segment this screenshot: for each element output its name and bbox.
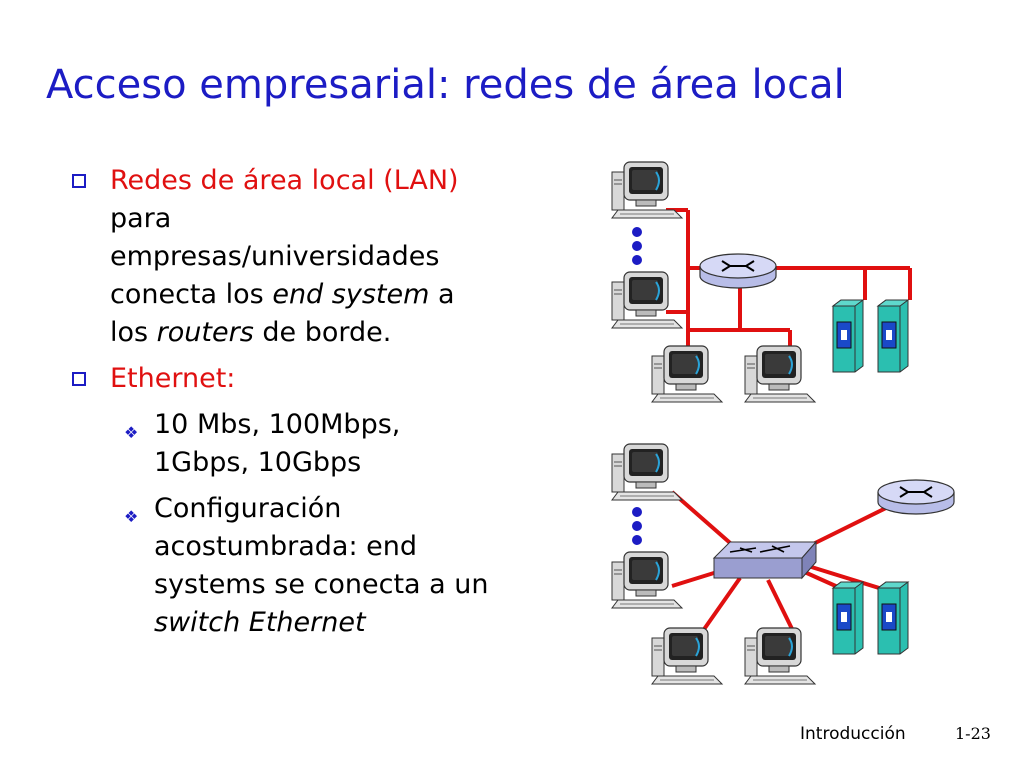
desktop-pc-icon — [744, 627, 816, 685]
desktop-pc-icon — [651, 345, 723, 403]
subbullet-speeds: ❖ 10 Mbs, 100Mbps, 1Gbps, 10Gbps — [72, 406, 552, 482]
subbullet-config-line-4: switch Ethernet — [154, 607, 366, 638]
diamond-bullet-icon: ❖ — [124, 507, 139, 526]
server-icon — [832, 581, 864, 655]
bullet-lan-line-2: empresas/universidades — [110, 241, 440, 272]
bullet-lan: Redes de área local (LAN) para empresas/… — [72, 162, 552, 352]
bullet-list: Redes de área local (LAN) para empresas/… — [72, 162, 552, 642]
bullet-ethernet-heading: Ethernet: — [110, 363, 236, 394]
footer-page-number: 1-23 — [955, 724, 991, 743]
server-icon — [877, 581, 909, 655]
router-icon — [699, 253, 777, 289]
server-icon — [877, 299, 909, 373]
subbullet-config-line-1: Configuración — [154, 493, 342, 524]
footer-section: Introducción — [800, 724, 906, 744]
desktop-pc-icon — [611, 271, 683, 329]
bullet-lan-line-4: los routers de borde. — [110, 317, 392, 348]
diamond-bullet-icon: ❖ — [124, 423, 139, 442]
router-icon — [877, 479, 955, 515]
subbullet-speeds-line-2: 1Gbps, 10Gbps — [154, 447, 362, 478]
square-bullet-icon — [72, 372, 86, 386]
ellipsis-dots-icon — [632, 507, 642, 545]
top-lan-links — [666, 208, 912, 348]
bullet-lan-line-1: para — [110, 203, 172, 234]
desktop-pc-icon — [611, 443, 683, 501]
desktop-pc-icon — [611, 161, 683, 219]
square-bullet-icon — [72, 174, 86, 188]
slide-title: Acceso empresarial: redes de área local — [46, 62, 845, 108]
bullet-ethernet: Ethernet: — [72, 360, 552, 398]
bullet-lan-line-3: conecta los end system a — [110, 279, 455, 310]
desktop-pc-icon — [611, 551, 683, 609]
subbullet-config-line-2: acostumbrada: end — [154, 531, 417, 562]
desktop-pc-icon — [744, 345, 816, 403]
desktop-pc-icon — [651, 627, 723, 685]
switch-icon — [712, 540, 818, 580]
subbullet-config: ❖ Configuración acostumbrada: end system… — [72, 490, 552, 642]
subbullet-config-line-3: systems se conecta a un — [154, 569, 489, 600]
subbullet-speeds-line-1: 10 Mbs, 100Mbps, — [154, 409, 401, 440]
bullet-lan-heading: Redes de área local (LAN) — [110, 165, 459, 196]
lan-diagram — [611, 161, 955, 685]
server-icon — [832, 299, 864, 373]
ellipsis-dots-icon — [632, 227, 642, 265]
